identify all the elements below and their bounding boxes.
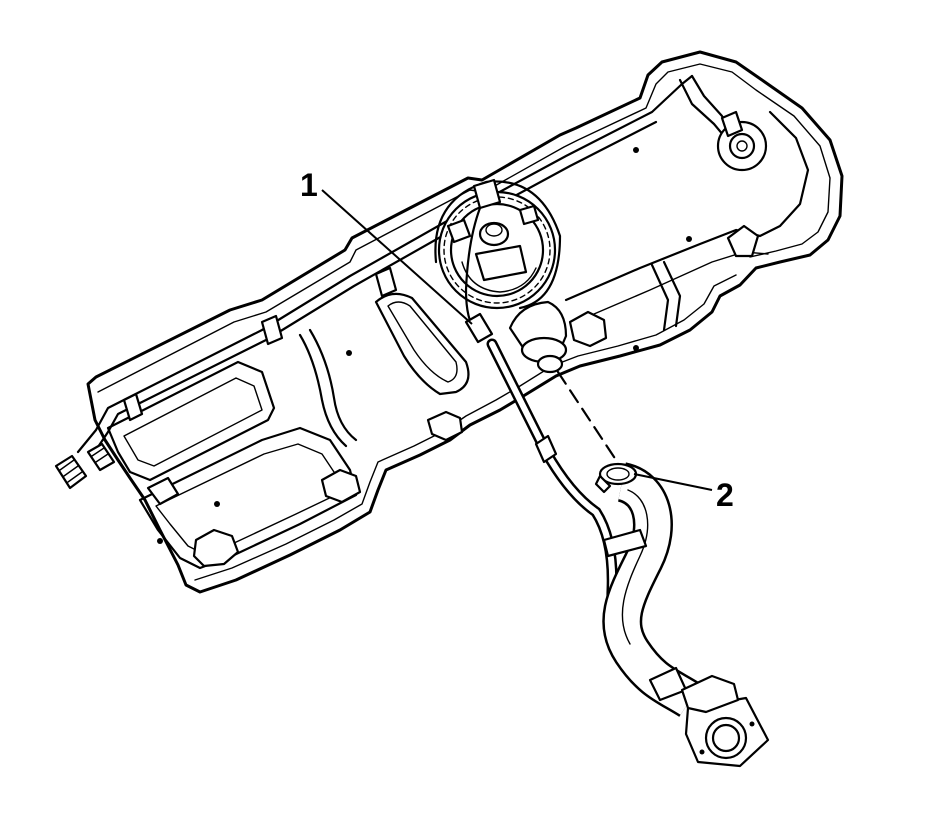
- drain-pocket: [192, 528, 240, 568]
- right-pocket: [568, 310, 608, 348]
- right-end-cap: [716, 110, 768, 172]
- hose-clamp-tab: [594, 474, 612, 494]
- fuel-line-feed: [76, 74, 694, 454]
- fuel-pump-module: [434, 178, 562, 310]
- tank-seam-rim: [97, 63, 831, 393]
- filler-housing-opening: [711, 723, 741, 753]
- filler-neck-inlet: [508, 300, 568, 374]
- quick-connector-1: [54, 454, 88, 490]
- tank-bolt: [633, 147, 639, 153]
- callout-2: 2: [633, 473, 734, 513]
- right-rib-2: [662, 260, 682, 328]
- pump-electrical-connector: [472, 178, 502, 210]
- callout-2-leader: [633, 473, 713, 491]
- lower-left-panel-inner: [155, 443, 343, 555]
- vent-valve-center: [736, 140, 748, 152]
- callout-2-label: 2: [716, 477, 734, 513]
- quick-connector-2: [86, 442, 116, 472]
- pump-opening-surround: [434, 180, 562, 310]
- heat-shield-inner: [123, 377, 263, 467]
- vent-line-right-2: [678, 78, 726, 138]
- line-clip: [374, 266, 398, 298]
- pocket-left: [146, 476, 180, 506]
- vent-valve-connector: [720, 110, 744, 138]
- pump-well-depression: [374, 292, 470, 396]
- fuel-line-return: [90, 120, 658, 458]
- pump-well-inner: [387, 301, 458, 383]
- filler-housing-ring: [704, 716, 748, 760]
- center-bracket: [320, 468, 362, 504]
- right-tab: [726, 224, 760, 258]
- filler-housing-bracket: [680, 674, 740, 714]
- tank-lower-rim: [194, 274, 737, 581]
- filler-housing-bolt: [749, 721, 755, 727]
- filler-hose-highlight: [621, 489, 649, 645]
- pump-cap: [478, 221, 510, 247]
- quick-connector-2-ribs: [91, 447, 109, 463]
- center-rib-1: [298, 333, 348, 448]
- line-clip: [260, 314, 284, 346]
- tank-bolt: [633, 345, 639, 351]
- center-bracket-2: [426, 410, 464, 442]
- line-connectors: [54, 442, 116, 490]
- pump-fuel-port: [446, 218, 472, 244]
- callout-1: 1: [300, 167, 473, 325]
- pump-lock-ring-teeth: [443, 196, 551, 304]
- line-clip: [122, 392, 144, 422]
- vent-valve-inner: [728, 132, 756, 160]
- right-end-contour: [564, 110, 810, 302]
- heat-shield-panel: [106, 360, 276, 482]
- harness-connector-body: [464, 312, 494, 344]
- tank-bolt: [346, 350, 352, 356]
- callout-1-label: 1: [300, 167, 318, 203]
- tank-bolt: [157, 538, 163, 544]
- pump-cap-top: [485, 223, 503, 237]
- filler-inlet-pipe: [536, 354, 564, 374]
- tank-bolt: [686, 236, 692, 242]
- filler-housing-bolt: [699, 749, 705, 755]
- pump-vent-port: [518, 204, 540, 226]
- pump-internal-bracket: [474, 244, 528, 282]
- callout-1-leader: [321, 189, 473, 325]
- vapor-line-clip: [534, 434, 558, 464]
- hose-band: [602, 528, 648, 558]
- hose-clamp-band-inner: [606, 467, 630, 481]
- pump-internal-arc: [461, 261, 537, 293]
- quick-connector-1-ribs: [59, 459, 83, 483]
- filler-hose: [602, 462, 701, 718]
- filler-housing: [680, 674, 770, 768]
- center-rib-2: [308, 328, 358, 442]
- tank-bolt: [214, 501, 220, 507]
- lower-left-panel: [138, 426, 358, 570]
- right-rib: [650, 263, 670, 332]
- assembly-dashed-line: [556, 370, 618, 462]
